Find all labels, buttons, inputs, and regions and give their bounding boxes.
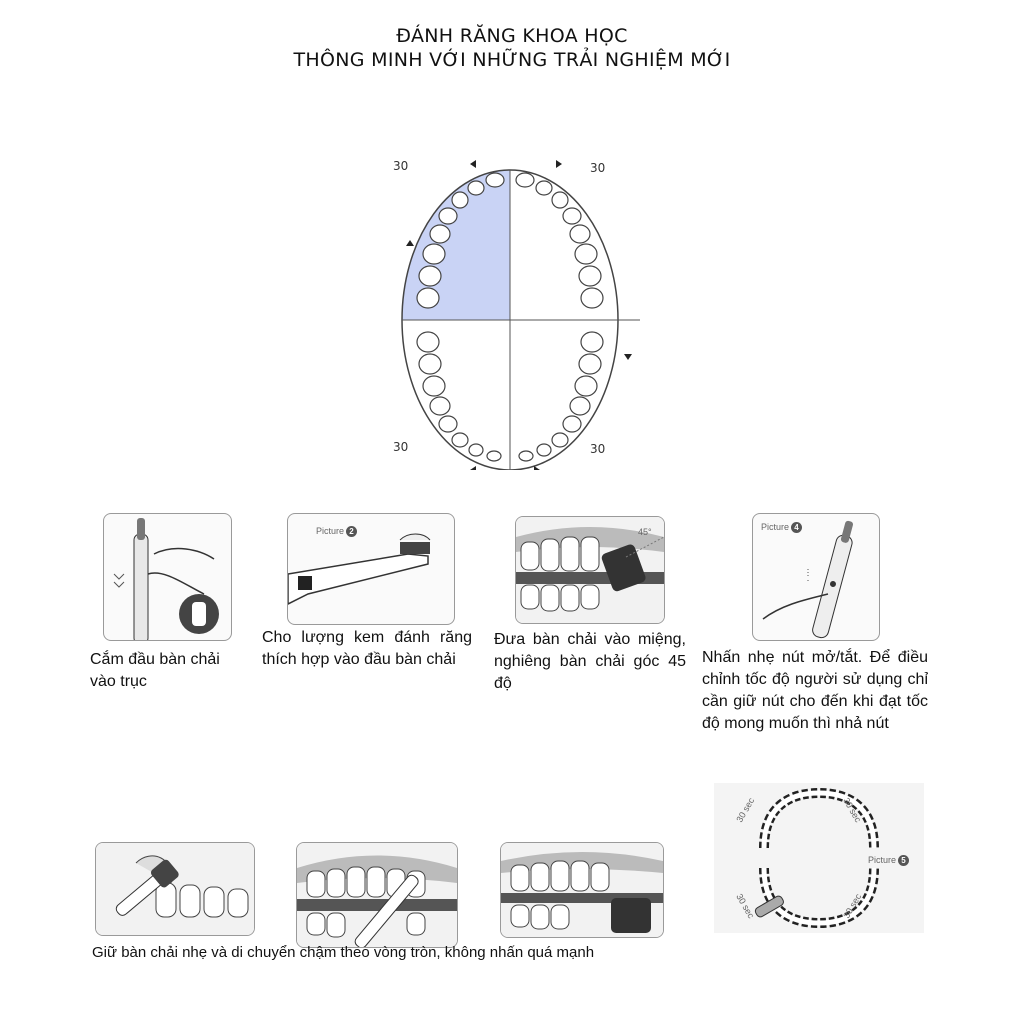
lower-teeth: [416, 331, 604, 462]
brushing-illustration-2: [296, 842, 458, 948]
angle-label: 45°: [638, 527, 652, 537]
step1-illustration: [103, 513, 232, 641]
title-line-2: THÔNG MINH VỚI NHỮNG TRẢI NGHIỆM MỚI: [293, 49, 731, 71]
step3-illustration: 45°: [515, 516, 665, 624]
title-line-1: ĐÁNH RĂNG KHOA HỌC: [396, 25, 628, 47]
upper-teeth: [416, 172, 604, 309]
quadrant-label-bottom-right: 30: [590, 442, 606, 456]
brushing-illustration-3: [500, 842, 664, 938]
quadrant-label-top-right: 30: [590, 161, 606, 175]
bottom-caption: Giữ bàn chải nhẹ và di chuyển chậm theo …: [92, 944, 595, 961]
quadrant-label-top-left: 30: [393, 159, 409, 173]
step2-caption: Cho lượng kem đánh răng thích hợp vào đầ…: [262, 629, 472, 668]
quadrant-label-bottom-left: 30: [393, 440, 409, 454]
step1-caption: Cắm đầu bàn chải vào trục: [90, 651, 220, 690]
step3-caption: Đưa bàn chải vào miệng, nghiêng bàn chải…: [494, 631, 686, 692]
jaw-quadrant-diagram: [380, 150, 640, 474]
brushing-illustration-1: [95, 842, 255, 936]
step4-caption: Nhấn nhẹ nút mở/tắt. Để điều chỉnh tốc đ…: [702, 649, 928, 732]
